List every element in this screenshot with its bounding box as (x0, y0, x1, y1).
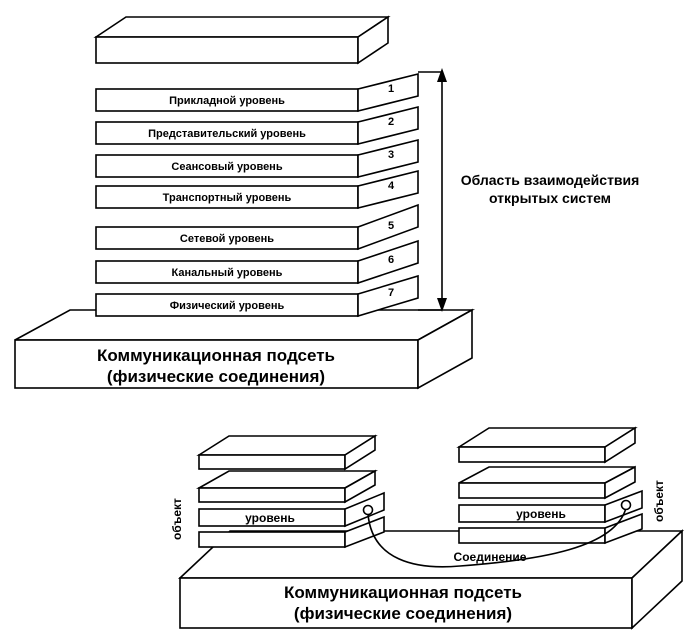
osi-level-6: Канальный уровень 6 (95, 239, 419, 285)
level-number-4: 4 (388, 180, 395, 192)
level-label-7: Физический уровень (170, 300, 285, 312)
osi-level-2: Представительский уровень 2 (95, 105, 419, 146)
osi-level-1: Прикладной уровень 1 (95, 72, 419, 113)
right-level-label: уровень (516, 507, 566, 521)
osi-level-3: Сеансовый уровень 3 (95, 138, 419, 179)
interaction-area-bracket (418, 68, 447, 312)
osi-level-5: Сетевой уровень 5 (95, 203, 419, 251)
connection-link (362, 499, 632, 568)
right-object-stack: уровень (456, 426, 643, 545)
connection-label: Соединение (454, 550, 527, 564)
subnet-bottom-line1: Коммуникационная подсеть (284, 583, 522, 602)
level-label-4: Транспортный уровень (163, 192, 292, 204)
stack-top-block (93, 15, 391, 65)
subnet-top-line2: (физические соединения) (107, 367, 325, 386)
level-label-6: Канальный уровень (172, 267, 283, 279)
subnet-top-slab: Коммуникационная подсеть (физические сое… (14, 308, 476, 390)
level-number-1: 1 (388, 83, 394, 95)
level-number-2: 2 (388, 116, 394, 128)
osi-level-4: Транспортный уровень 4 (95, 169, 419, 210)
subnet-bottom-line2: (физические соединения) (294, 604, 512, 623)
level-label-5: Сетевой уровень (180, 233, 274, 245)
arrow-up-icon (437, 68, 447, 82)
level-number-5: 5 (388, 220, 394, 232)
level-label-2: Представительский уровень (148, 128, 306, 140)
subnet-top-line1: Коммуникационная подсеть (97, 346, 335, 365)
interaction-area-line2: открытых систем (489, 190, 611, 206)
left-object-label: объект (170, 498, 184, 540)
right-connection-point-icon (620, 499, 632, 511)
left-level-label: уровень (245, 511, 295, 525)
left-object-stack: уровень (195, 434, 385, 549)
level-label-3: Сеансовый уровень (171, 161, 282, 173)
arrow-down-icon (437, 298, 447, 312)
level-number-3: 3 (388, 149, 394, 161)
right-object-label: объект (652, 480, 666, 522)
level-number-6: 6 (388, 254, 394, 266)
osi-level-7: Физический уровень 7 (95, 274, 419, 318)
left-connection-point-icon (362, 504, 374, 516)
interaction-area-line1: Область взаимодействия (461, 172, 640, 188)
level-label-1: Прикладной уровень (169, 95, 285, 107)
level-number-7: 7 (388, 287, 394, 299)
